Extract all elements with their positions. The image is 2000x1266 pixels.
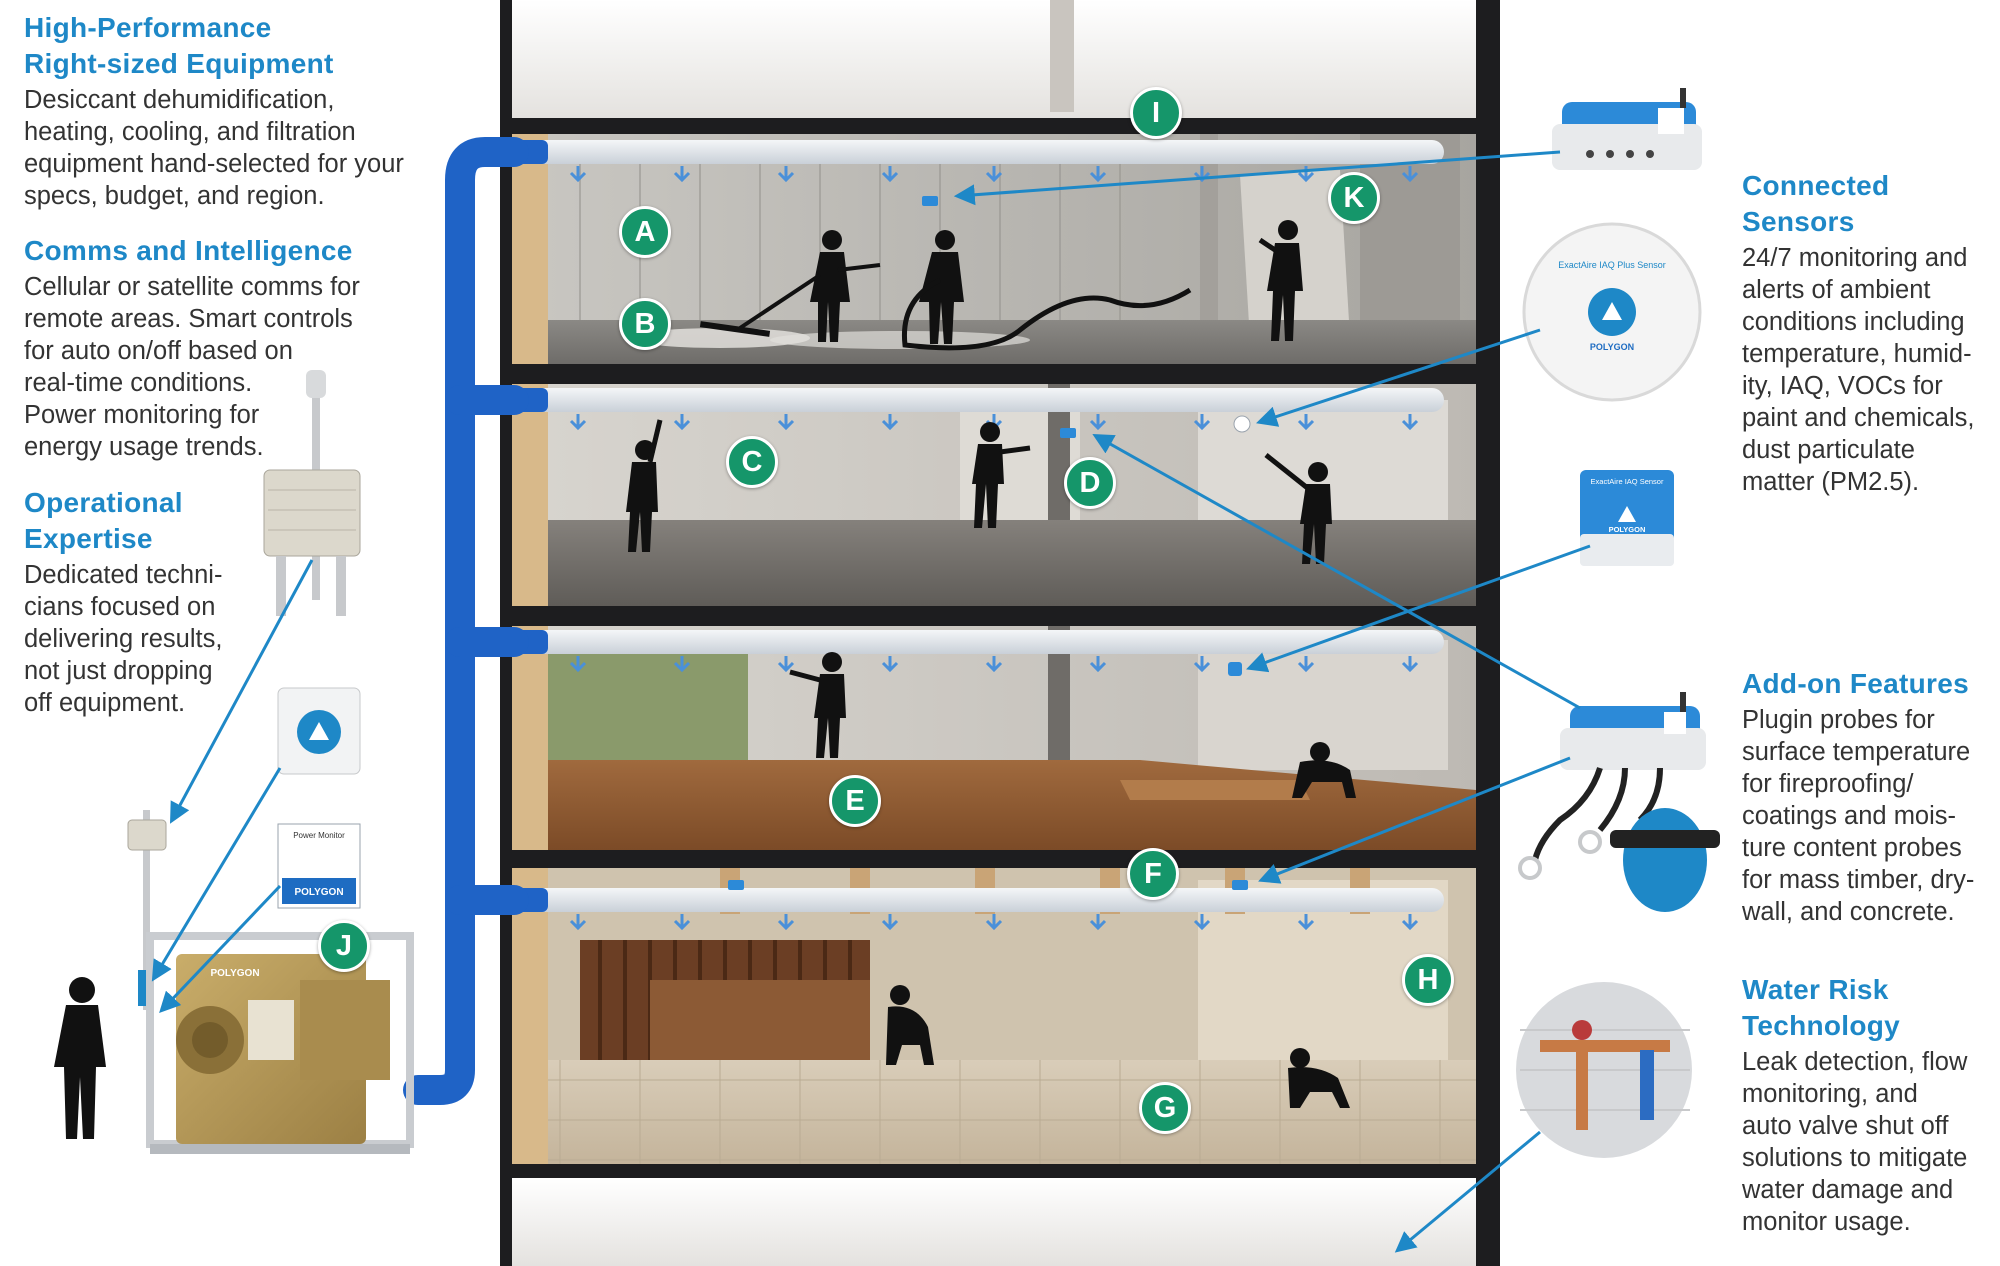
worker-silhouettes [54, 220, 1356, 1139]
marker-i: I [1130, 87, 1182, 139]
roof-column [1050, 0, 1074, 112]
iaq-plus-sensor-label: ExactAire IAQ Plus Sensor [1558, 260, 1666, 270]
iaq-plus-sensor-brand: POLYGON [1590, 342, 1634, 352]
feature-sensors-body: 24/7 monitoring and alerts of ambient co… [1742, 244, 1975, 496]
marker-a: A [619, 206, 671, 258]
unit-brand-label: POLYGON [210, 968, 259, 979]
floor-3-flooring [508, 626, 1476, 850]
floor-4-lobby [508, 868, 1476, 1164]
callout-lines [151, 150, 1591, 1253]
feature-addons-body: Plugin probes for surface temperature fo… [1742, 706, 1975, 926]
feature-addons-title: Add-on Features [1742, 668, 1969, 699]
power-monitor-brand: POLYGON [294, 887, 343, 898]
iaq-sensor-brand: POLYGON [1609, 525, 1646, 534]
feature-water: Water Risk Technology Leak detection, fl… [1742, 972, 1992, 1238]
basement-background [508, 1178, 1496, 1266]
iaq-sensor-label: ExactAire IAQ Sensor [1591, 477, 1664, 486]
smart-controller-box [277, 687, 361, 775]
desiccant-dehumidifier-unit: POLYGON [146, 932, 414, 1154]
feature-addons: Add-on Features Plugin probes for surfac… [1742, 666, 1992, 928]
marker-f: F [1127, 848, 1179, 900]
feature-equipment: High-Performance Right-sized Equipment D… [24, 10, 444, 212]
feature-comms: Comms and Intelligence Cellular or satel… [24, 233, 444, 463]
feature-sensors: Connected Sensors 24/7 monitoring and al… [1742, 168, 1992, 498]
feature-equipment-title: High-Performance Right-sized Equipment [24, 12, 334, 79]
power-monitor-label: Power Monitor [293, 831, 345, 840]
marker-b: B [619, 298, 671, 350]
feature-expertise-body: Dedicated techni- cians focused on deliv… [24, 561, 223, 717]
probe-hub-device [1518, 692, 1720, 912]
water-risk-valve-photo [1516, 982, 1692, 1158]
marker-g: G [1139, 1082, 1191, 1134]
marker-e: E [829, 775, 881, 827]
feature-water-body: Leak detection, flow monitoring, and aut… [1742, 1048, 1968, 1236]
iaq-plus-sensor-disc: ExactAire IAQ Plus Sensor POLYGON [1522, 222, 1702, 402]
riser-duct [403, 137, 529, 1105]
feature-expertise: Operational Expertise Dedicated techni- … [24, 485, 284, 719]
marker-h: H [1402, 954, 1454, 1006]
roof-background [508, 0, 1496, 118]
marker-k: K [1328, 172, 1380, 224]
feature-comms-title: Comms and Intelligence [24, 235, 353, 266]
wall-sensors [728, 196, 1251, 890]
marker-j: J [318, 920, 370, 972]
feature-expertise-title: Operational Expertise [24, 487, 183, 554]
feature-sensors-title: Connected Sensors [1742, 170, 1890, 237]
iaq-sensor-box: ExactAire IAQ Sensor POLYGON [1580, 470, 1674, 566]
feature-water-title: Water Risk Technology [1742, 974, 1901, 1041]
comms-antenna-tower [263, 370, 361, 616]
feature-comms-body: Cellular or satellite comms for remote a… [24, 273, 360, 461]
marker-d: D [1064, 457, 1116, 509]
connected-sensor-device-top [1552, 88, 1702, 170]
power-monitor-box: Power Monitor POLYGON [277, 823, 361, 909]
feature-equipment-body: Desiccant dehumidification, heating, coo… [24, 86, 404, 210]
marker-c: C [726, 436, 778, 488]
supply-ducts [514, 140, 1444, 912]
